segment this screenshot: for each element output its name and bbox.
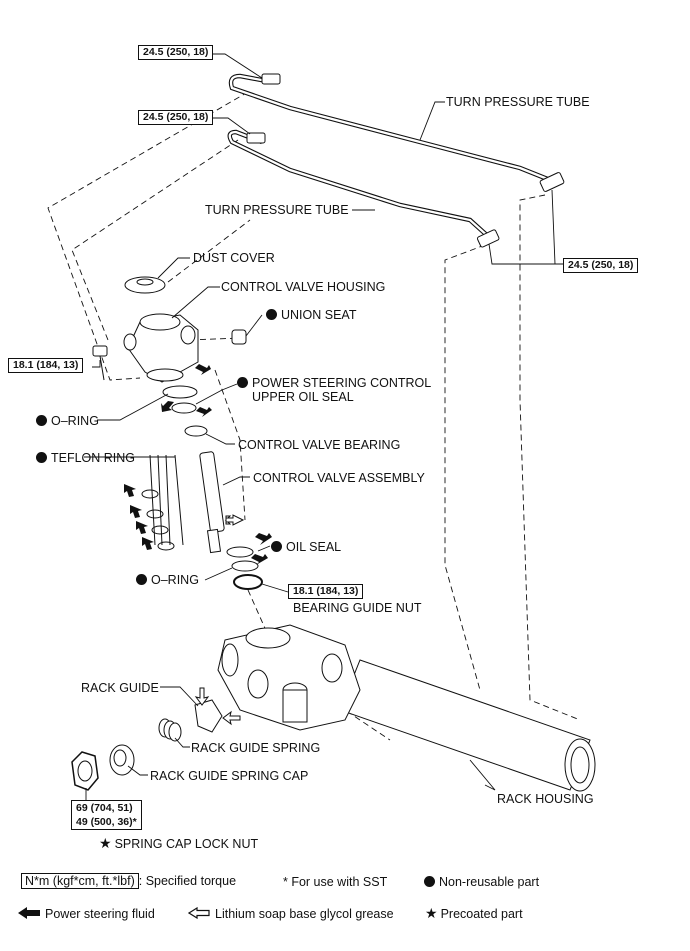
rack-housing xyxy=(217,624,596,792)
non-reusable-dot-icon xyxy=(237,377,248,388)
legend-ps-fluid-text: Power steering fluid xyxy=(45,907,155,921)
non-reusable-dot-icon xyxy=(424,876,435,887)
torque-lock-nut-line-2: 49 (500, 36)* xyxy=(76,816,137,828)
filled-arrow-icon xyxy=(18,907,40,919)
label-o-ring-lower: O–RING xyxy=(136,573,199,587)
torque-box-tube-right: 24.5 (250, 18) xyxy=(563,258,639,273)
outline-arrow-icon xyxy=(187,906,210,920)
label-o-ring-upper: O–RING xyxy=(36,414,99,428)
upper-oil-seal xyxy=(171,402,197,414)
label-oil-seal: OIL SEAL xyxy=(271,540,341,554)
union-seat xyxy=(231,329,247,345)
torque-box-bearing-guide-nut: 18.1 (184, 13) xyxy=(288,584,364,599)
torque-lock-nut-line-1: 69 (704, 51) xyxy=(76,802,133,814)
legend-precoated: ★Precoated part xyxy=(425,905,523,922)
turn-pressure-tube-lower xyxy=(227,129,500,248)
turn-pressure-tube-upper xyxy=(228,73,565,192)
label-teflon-ring: TEFLON RING xyxy=(36,451,135,465)
label-spring-cap-lock-nut: ★SPRING CAP LOCK NUT xyxy=(99,836,258,851)
fluid-arrows xyxy=(124,364,272,565)
label-union-seat: UNION SEAT xyxy=(266,308,356,322)
grease-arrows xyxy=(194,514,245,726)
legend-torque: N*m (kgf*cm, ft.*lbf): Specified torque xyxy=(21,873,236,889)
label-turn-pressure-tube-lower: TURN PRESSURE TUBE xyxy=(205,203,349,217)
rack-guide xyxy=(194,699,223,733)
torque-box-lock-nut: 69 (704, 51) 49 (500, 36)* xyxy=(71,800,142,830)
label-o-ring-lower-text: O–RING xyxy=(151,573,199,587)
control-valve-bearing xyxy=(184,425,208,437)
oil-seal xyxy=(226,546,254,558)
legend-torque-desc: : Specified torque xyxy=(138,874,237,888)
precoated-star-icon: ★ xyxy=(99,835,112,851)
label-control-valve-bearing: CONTROL VALVE BEARING xyxy=(238,438,401,452)
label-turn-pressure-tube-upper: TURN PRESSURE TUBE xyxy=(446,95,590,109)
o-ring-lower xyxy=(231,560,259,572)
label-control-valve-housing: CONTROL VALVE HOUSING xyxy=(221,280,386,294)
legend-precoated-text: Precoated part xyxy=(440,907,523,921)
torque-box-tube-lower: 24.5 (250, 18) xyxy=(138,110,214,125)
label-o-ring-upper-text: O–RING xyxy=(51,414,99,428)
bearing-guide-nut xyxy=(233,574,263,590)
non-reusable-dot-icon xyxy=(136,574,147,585)
non-reusable-dot-icon xyxy=(271,541,282,552)
teflon-rings xyxy=(141,454,184,551)
spring-cap-lock-nut xyxy=(71,751,99,791)
control-valve-assembly xyxy=(199,451,225,554)
legend-ps-fluid: Power steering fluid xyxy=(18,906,155,922)
legend-torque-unit: N*m (kgf*cm, ft.*lbf) xyxy=(21,873,139,889)
housing-bolt xyxy=(92,345,108,381)
rack-guide-spring-cap xyxy=(109,744,135,776)
label-rack-housing: RACK HOUSING xyxy=(497,792,594,806)
torque-box-tube-upper: 24.5 (250, 18) xyxy=(138,45,214,60)
non-reusable-dot-icon xyxy=(36,415,47,426)
label-ps-seal-line-1: POWER STEERING CONTROL xyxy=(252,376,432,390)
control-valve-housing xyxy=(123,313,199,383)
label-union-seat-text: UNION SEAT xyxy=(281,308,357,322)
torque-box-housing-bolt: 18.1 (184, 13) xyxy=(8,358,84,373)
o-ring-upper xyxy=(162,385,198,399)
legend-grease-text: Lithium soap base glycol grease xyxy=(215,907,394,921)
non-reusable-dot-icon xyxy=(36,452,47,463)
label-rack-guide-spring-cap: RACK GUIDE SPRING CAP xyxy=(150,769,309,783)
label-rack-guide: RACK GUIDE xyxy=(81,681,159,695)
label-bearing-guide-nut: BEARING GUIDE NUT xyxy=(293,601,422,615)
legend-non-reusable: Non-reusable part xyxy=(424,874,539,890)
label-oil-seal-text: OIL SEAL xyxy=(286,540,342,554)
legend-non-reusable-text: Non-reusable part xyxy=(439,875,540,889)
label-teflon-ring-text: TEFLON RING xyxy=(51,451,136,465)
label-rack-guide-spring: RACK GUIDE SPRING xyxy=(191,741,321,755)
non-reusable-dot-icon xyxy=(266,309,277,320)
legend-grease: Lithium soap base glycol grease xyxy=(187,906,394,922)
label-spring-cap-lock-nut-text: SPRING CAP LOCK NUT xyxy=(114,837,259,851)
legend-sst-note: * For use with SST xyxy=(283,875,388,889)
label-dust-cover: DUST COVER xyxy=(193,251,275,265)
label-control-valve-assembly: CONTROL VALVE ASSEMBLY xyxy=(253,471,425,485)
precoated-star-icon: ★ xyxy=(425,905,438,921)
rack-guide-spring xyxy=(158,718,182,742)
label-ps-seal-line-2: UPPER OIL SEAL xyxy=(252,390,354,404)
